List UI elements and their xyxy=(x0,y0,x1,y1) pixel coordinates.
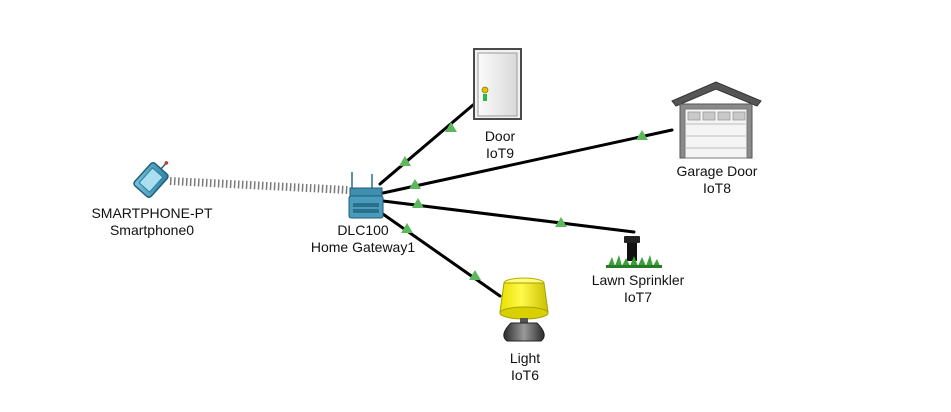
link-gateway-sprinkler[interactable] xyxy=(381,199,636,234)
link-up-marker xyxy=(399,156,411,166)
light-icon[interactable] xyxy=(499,277,549,342)
device-model: Garage Door xyxy=(676,163,758,179)
device-model: Door xyxy=(484,128,516,144)
device-name: Smartphone0 xyxy=(109,222,195,238)
link-up-marker xyxy=(412,198,424,208)
wired-links xyxy=(378,103,674,298)
link-up-marker xyxy=(555,217,567,227)
device-name: IoT7 xyxy=(623,289,653,305)
link-up-marker xyxy=(636,130,648,140)
device-label-light: Light IoT6 xyxy=(510,350,540,384)
link-gateway-door[interactable] xyxy=(378,103,475,186)
link-up-marker xyxy=(409,179,421,189)
device-name: Home Gateway1 xyxy=(310,239,416,255)
link-status-markers xyxy=(399,122,648,280)
device-name: IoT6 xyxy=(510,367,540,383)
lawn-sprinkler-icon[interactable] xyxy=(606,236,662,268)
device-model: DLC100 xyxy=(337,222,389,238)
link-up-marker xyxy=(445,122,457,132)
device-label-smartphone: SMARTPHONE-PT Smartphone0 xyxy=(91,205,212,239)
device-label-door: Door IoT9 xyxy=(485,128,515,162)
home-gateway-icon[interactable] xyxy=(348,172,384,219)
link-up-marker xyxy=(401,223,413,233)
link-gateway-garage[interactable] xyxy=(381,128,674,195)
device-label-gateway: DLC100 Home Gateway1 xyxy=(311,222,415,256)
device-label-sprinkler: Lawn Sprinkler IoT7 xyxy=(592,272,685,306)
link-gateway-light[interactable] xyxy=(378,210,502,298)
device-model: SMARTPHONE-PT xyxy=(91,205,213,221)
device-model: Light xyxy=(509,350,541,366)
device-name: IoT9 xyxy=(485,145,515,161)
device-model: Lawn Sprinkler xyxy=(591,272,685,288)
wireless-link-smartphone-gateway[interactable] xyxy=(169,177,349,194)
device-name: IoT8 xyxy=(702,180,731,196)
door-icon[interactable] xyxy=(473,48,522,120)
link-up-marker xyxy=(469,270,481,280)
device-label-garage: Garage Door IoT8 xyxy=(677,163,758,197)
smartphone-icon[interactable] xyxy=(133,154,176,199)
garage-door-icon[interactable] xyxy=(671,81,762,159)
